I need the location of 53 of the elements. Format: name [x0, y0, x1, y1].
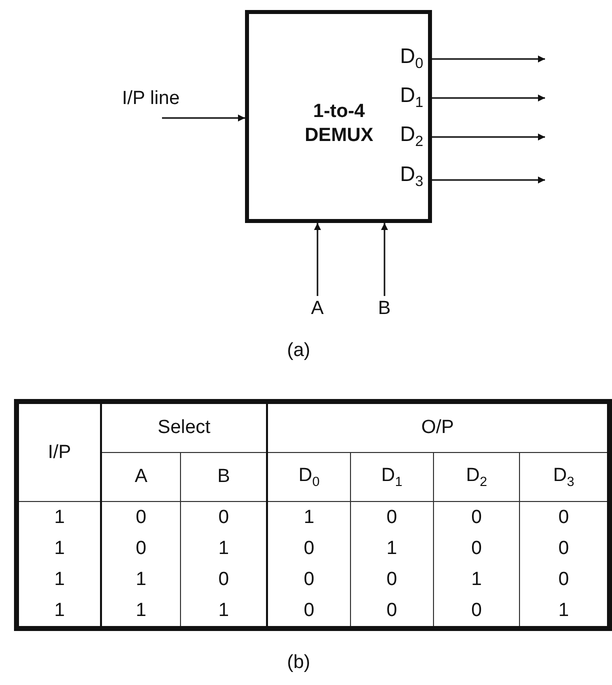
select-label: A — [311, 298, 324, 320]
arrow — [162, 114, 245, 122]
figure-caption: (b) — [287, 652, 310, 674]
table-cell: 1 — [267, 502, 350, 533]
table-cell: 1 — [16, 595, 101, 628]
table-cell: 0 — [350, 502, 434, 533]
table-cell: 0 — [350, 595, 434, 628]
table-cell: 1 — [16, 502, 101, 533]
header-cell: B — [180, 452, 268, 502]
table-cell: 0 — [267, 533, 350, 564]
table-cell: 0 — [520, 502, 610, 533]
header-cell: D$_{1}$ — [350, 452, 434, 502]
table-cell: 1 — [16, 564, 101, 595]
input-label: I/P line — [122, 88, 180, 110]
figure-caption: (a) — [287, 340, 310, 362]
table-cell: 0 — [267, 564, 350, 595]
table-cell: 0 — [433, 595, 520, 628]
table-cell: 0 — [100, 533, 181, 564]
pin-label: D$_{0}$ — [400, 46, 424, 74]
arrow — [432, 134, 545, 140]
pin-label: D$_{2}$ — [400, 124, 424, 152]
table-cell: 1 — [180, 533, 268, 564]
table-cell: 0 — [180, 564, 268, 595]
pin-label: D$_{1}$ — [400, 85, 424, 114]
header-cell: D$_{2}$ — [433, 452, 520, 502]
block-label: 1-to-4 DEMUX — [304, 100, 374, 148]
table-cell: 0 — [350, 564, 434, 595]
table-cell: 1 — [433, 564, 520, 595]
select-label: B — [378, 298, 391, 320]
header-cell: D$_{0}$ — [267, 452, 350, 502]
arrow — [432, 94, 545, 102]
table-cell: 0 — [433, 533, 520, 564]
pin-label: D$_{3}$ — [400, 164, 424, 192]
table-cell: 1 — [520, 595, 610, 628]
table-cell: 1 — [180, 595, 268, 628]
arrow — [432, 56, 545, 62]
table-cell: 0 — [520, 564, 610, 595]
table-cell: 0 — [433, 502, 520, 533]
table-cell: 1 — [100, 564, 181, 595]
header-cell: Select — [100, 402, 268, 452]
demux-block — [245, 10, 432, 223]
table-cell: 0 — [180, 502, 268, 533]
arrow — [381, 223, 388, 296]
header-cell: I/P — [16, 402, 101, 502]
table-cell: 1 — [100, 595, 181, 628]
table-cell: 1 — [16, 533, 101, 564]
table-cell: 0 — [267, 595, 350, 628]
table-cell: 1 — [350, 533, 434, 564]
arrow — [314, 223, 321, 296]
table-cell: 0 — [520, 533, 610, 564]
header-cell: A — [100, 452, 181, 502]
arrow — [432, 176, 545, 184]
table-cell: 0 — [100, 502, 181, 533]
